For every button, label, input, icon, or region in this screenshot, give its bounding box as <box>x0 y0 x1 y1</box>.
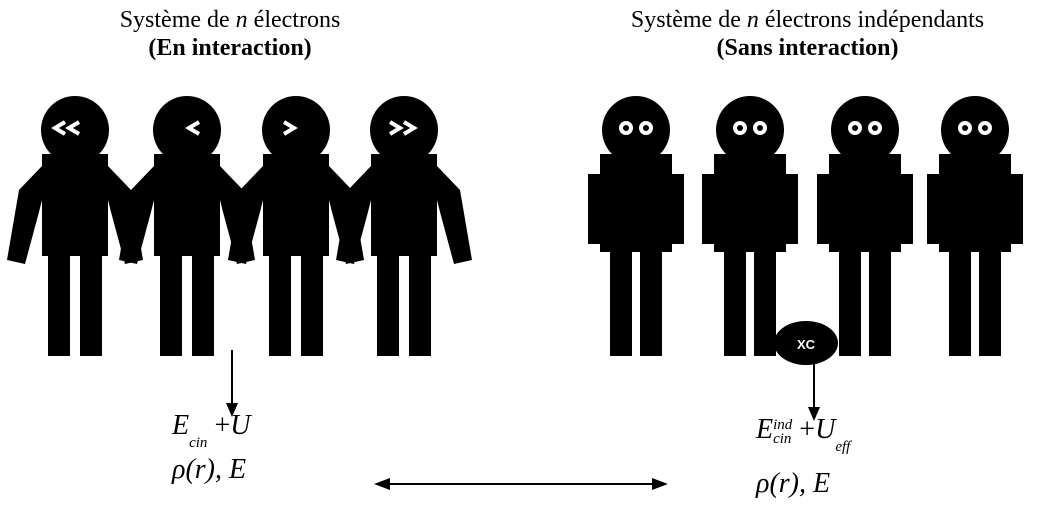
independent-electrons-group <box>588 96 1023 356</box>
right-title-line1: Système de n électrons indépendants <box>630 7 985 33</box>
left-density-energy: ρ(r), E <box>172 454 247 485</box>
right-title-line2: (Sans interaction) <box>716 35 899 61</box>
xc-label: XC <box>797 337 816 352</box>
interacting-electron-1 <box>7 96 143 356</box>
left-down-arrow <box>226 350 238 417</box>
xc-badge: XC <box>774 321 838 365</box>
independent-electron-1 <box>588 96 684 356</box>
left-energy-equation: Ecin +U <box>172 410 251 451</box>
left-title-line1: Système de n électrons <box>119 7 341 33</box>
interacting-electron-4 <box>336 96 472 356</box>
left-title-line2: (En interaction) <box>148 35 312 61</box>
independent-electron-2 <box>702 96 798 356</box>
interacting-electron-3 <box>228 96 364 356</box>
left-system-title: Système de n électrons (En interaction) <box>40 6 420 62</box>
independent-electron-3 <box>817 96 913 356</box>
right-system-title: Système de n électrons indépendants (San… <box>580 6 1035 62</box>
independent-electron-4 <box>927 96 1023 356</box>
right-density-energy: ρ(r), E <box>756 468 831 499</box>
equivalence-double-arrow <box>374 478 668 490</box>
interacting-electrons-group <box>7 96 472 356</box>
interacting-electron-2 <box>119 96 255 356</box>
right-down-arrow <box>808 364 820 421</box>
